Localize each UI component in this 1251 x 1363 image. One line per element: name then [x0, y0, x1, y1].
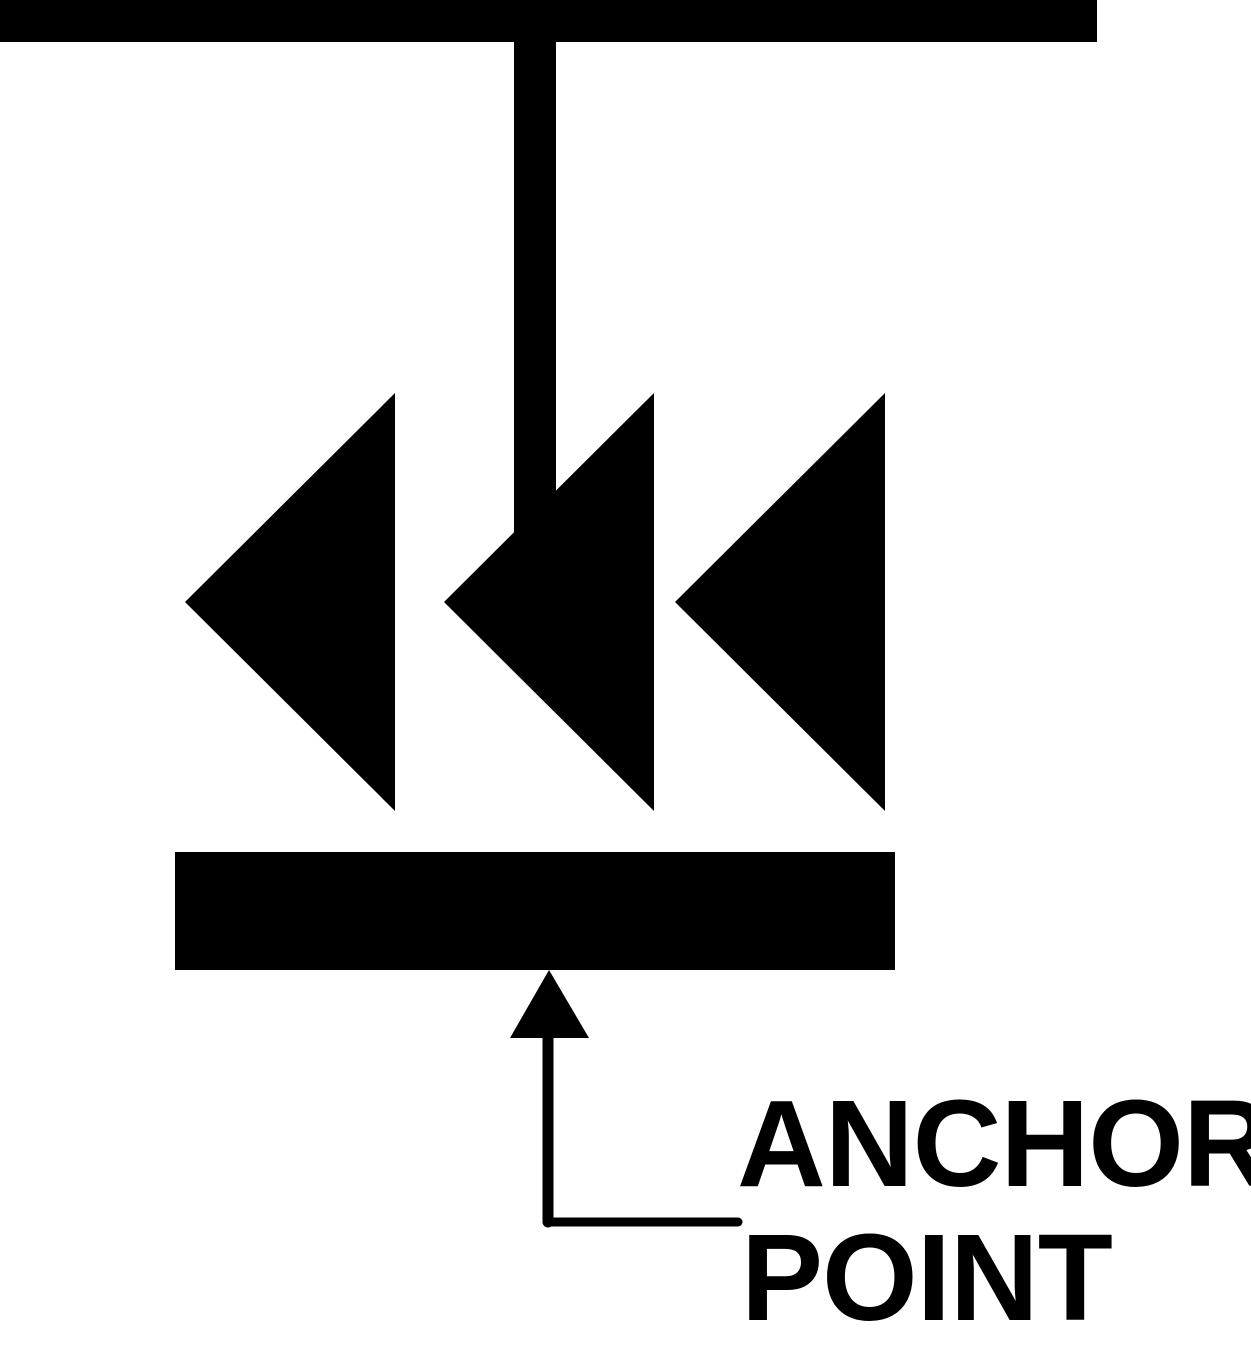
left-triangle-icon-1	[185, 393, 395, 811]
base-block	[175, 852, 895, 970]
left-triangle-icon-2	[444, 393, 654, 811]
callout-label-line2: POINT	[741, 1210, 1112, 1347]
left-triangle-icon-3	[675, 393, 885, 811]
arrow-head-icon	[510, 970, 589, 1038]
callout-label-line1: ANCHOR	[737, 1076, 1251, 1213]
top-bar	[0, 0, 1097, 42]
vertical-stem	[514, 40, 556, 532]
